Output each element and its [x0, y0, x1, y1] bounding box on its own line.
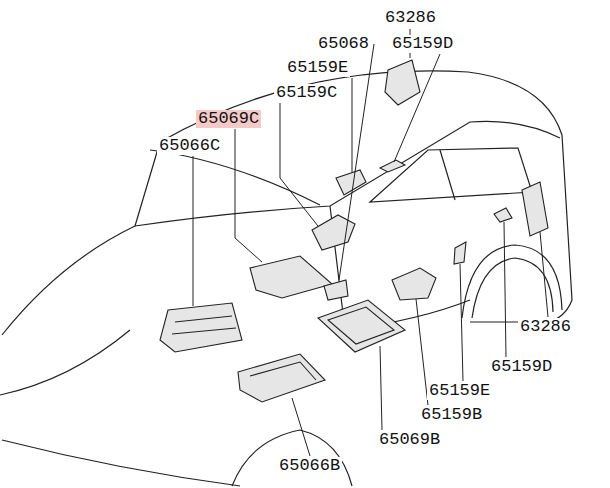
callout-number: 63286	[383, 9, 438, 27]
callout-number: 65159D	[390, 35, 455, 53]
callout-number: 65159B	[419, 406, 484, 424]
callout-number: 65066C	[157, 137, 222, 155]
leader-lines	[193, 29, 548, 456]
car-body	[0, 71, 572, 486]
callout-number: 65069B	[377, 431, 442, 449]
callout-number: 63286	[518, 318, 573, 336]
callout-number: 65159E	[427, 382, 492, 400]
callout-number: 65069C	[196, 110, 261, 128]
callout-number: 65066B	[277, 457, 342, 475]
callout-number: 65159D	[489, 358, 554, 376]
callout-number: 65159C	[274, 84, 339, 102]
insulator-parts	[160, 60, 548, 402]
callout-number: 65159E	[285, 59, 350, 77]
callout-number: 65068	[316, 35, 371, 53]
